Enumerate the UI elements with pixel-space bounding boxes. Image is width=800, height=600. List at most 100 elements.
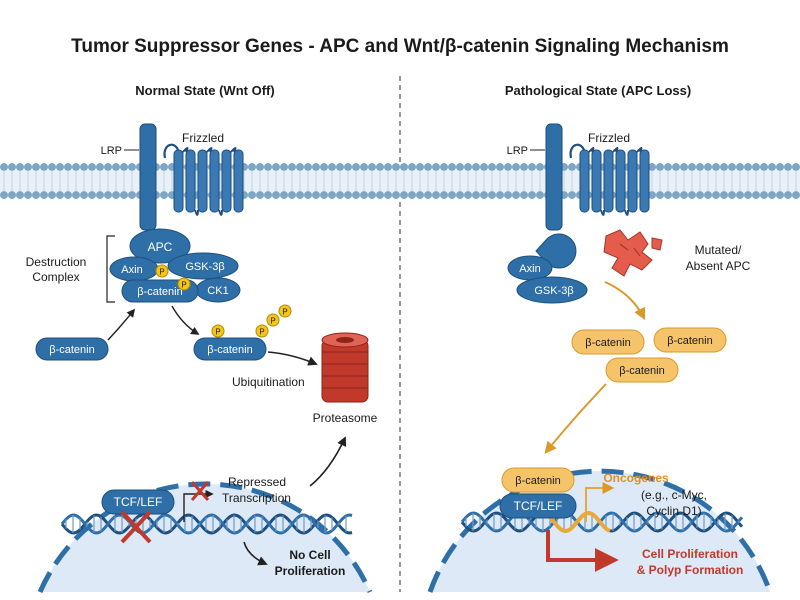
lipid-head (776, 191, 784, 199)
lipid-head (488, 191, 496, 199)
lipid-head (712, 191, 720, 199)
lipid-head (264, 191, 272, 199)
lipid-head (112, 191, 120, 199)
lipid-head (304, 191, 312, 199)
tcf-lef-right-label: TCF/LEF (514, 499, 563, 513)
lipid-head (336, 191, 344, 199)
frizzled-receptor (173, 147, 244, 216)
tcf-lef-left (101, 489, 175, 515)
gsk3b-label: GSK-3β (185, 261, 224, 273)
destruction-complex: Destruction Complex APC GSK-3β Axin CK1 … (26, 228, 241, 303)
lipid-head (768, 191, 776, 199)
lipid-head (104, 191, 112, 199)
lipid-head (440, 191, 448, 199)
lipid-head (88, 191, 96, 199)
tcf-lef-right (499, 493, 577, 519)
lipid-head (376, 191, 384, 199)
lipid-head (256, 163, 264, 171)
lipid-head (416, 163, 424, 171)
lipid-head (664, 191, 672, 199)
gsk3b-protein-right (516, 276, 588, 304)
svg-text:P: P (215, 328, 220, 337)
frizzled-label-right: Frizzled (588, 131, 630, 145)
lipid-head (520, 191, 528, 199)
oncogenes-label: Oncogenes (603, 471, 669, 485)
lipid-head (712, 163, 720, 171)
lipid-head (392, 191, 400, 199)
free-beta-catenin (35, 337, 109, 361)
right-heading: Pathological State (APC Loss) (505, 83, 691, 98)
destruction-complex-label-1: Destruction (26, 255, 87, 269)
lipid-head (464, 163, 472, 171)
lipid-head (760, 163, 768, 171)
phosphate-icon (211, 324, 225, 338)
lipid-head (448, 163, 456, 171)
ubiquitination-label: Ubiquitination (232, 375, 305, 389)
axin-right-label: Axin (519, 263, 540, 275)
lipid-head (352, 191, 360, 199)
lipid-head (80, 191, 88, 199)
lipid-head (680, 163, 688, 171)
export-arrow (309, 436, 347, 487)
beta-catenin-cyto-3 (605, 357, 679, 383)
lipid-head (288, 163, 296, 171)
lipid-head (440, 163, 448, 171)
lipid-head (96, 191, 104, 199)
lipid-head (296, 191, 304, 199)
svg-text:P: P (270, 317, 275, 326)
lipid-head (656, 191, 664, 199)
lipid-head (264, 163, 272, 171)
nuclear-entry-arrow (544, 383, 607, 454)
complex-beta-catenin-label: β-catenin (137, 286, 182, 298)
svg-text:P: P (159, 268, 164, 277)
svg-text:P: P (282, 308, 287, 317)
lipid-head (792, 163, 800, 171)
lipid-head (744, 191, 752, 199)
apc-protein (129, 228, 191, 264)
lipid-head (376, 163, 384, 171)
lipid-head (720, 163, 728, 171)
lrp-receptor (139, 123, 157, 231)
phosphate-icon (177, 277, 191, 291)
mutated-apc-label-2: Absent APC (686, 259, 751, 273)
lipid-head (96, 163, 104, 171)
proteasome-label: Proteasome (313, 411, 378, 425)
dna-right (460, 510, 744, 534)
lipid-head (272, 191, 280, 199)
no-cell-label-1: No Cell (289, 548, 330, 562)
lipid-head (792, 191, 800, 199)
lipid-head (720, 191, 728, 199)
lipid-head (736, 191, 744, 199)
beta-catenin-cyto-1 (571, 329, 645, 355)
lipid-head (368, 163, 376, 171)
lipid-head (504, 191, 512, 199)
lipid-head (672, 163, 680, 171)
repressed-label-2: Transcription (222, 491, 291, 505)
lipid-head (520, 163, 528, 171)
lipid-head (16, 163, 24, 171)
frizzled-label: Frizzled (182, 131, 224, 145)
lipid-head (752, 163, 760, 171)
beta-catenin-cyto-2-label: β-catenin (667, 335, 712, 347)
repressed-x-icon (190, 481, 210, 501)
lipid-head (56, 163, 64, 171)
lipid-head (472, 191, 480, 199)
lipid-head (568, 191, 576, 199)
lipid-head (48, 191, 56, 199)
lipid-head (16, 191, 24, 199)
tcf-lef-left-label: TCF/LEF (114, 495, 163, 509)
lipid-head (24, 191, 32, 199)
lipid-head (344, 191, 352, 199)
lipid-head (128, 163, 136, 171)
lipid-head (656, 163, 664, 171)
phosphate-icon (266, 313, 280, 327)
lipid-head (296, 163, 304, 171)
lipid-head (688, 191, 696, 199)
lipid-head (536, 191, 544, 199)
mutated-apc-label-1: Mutated/ (695, 243, 742, 257)
phosphate-group: P P P P (211, 304, 292, 338)
lipid-head (480, 163, 488, 171)
left-receptors: LRP Frizzled (101, 123, 244, 231)
